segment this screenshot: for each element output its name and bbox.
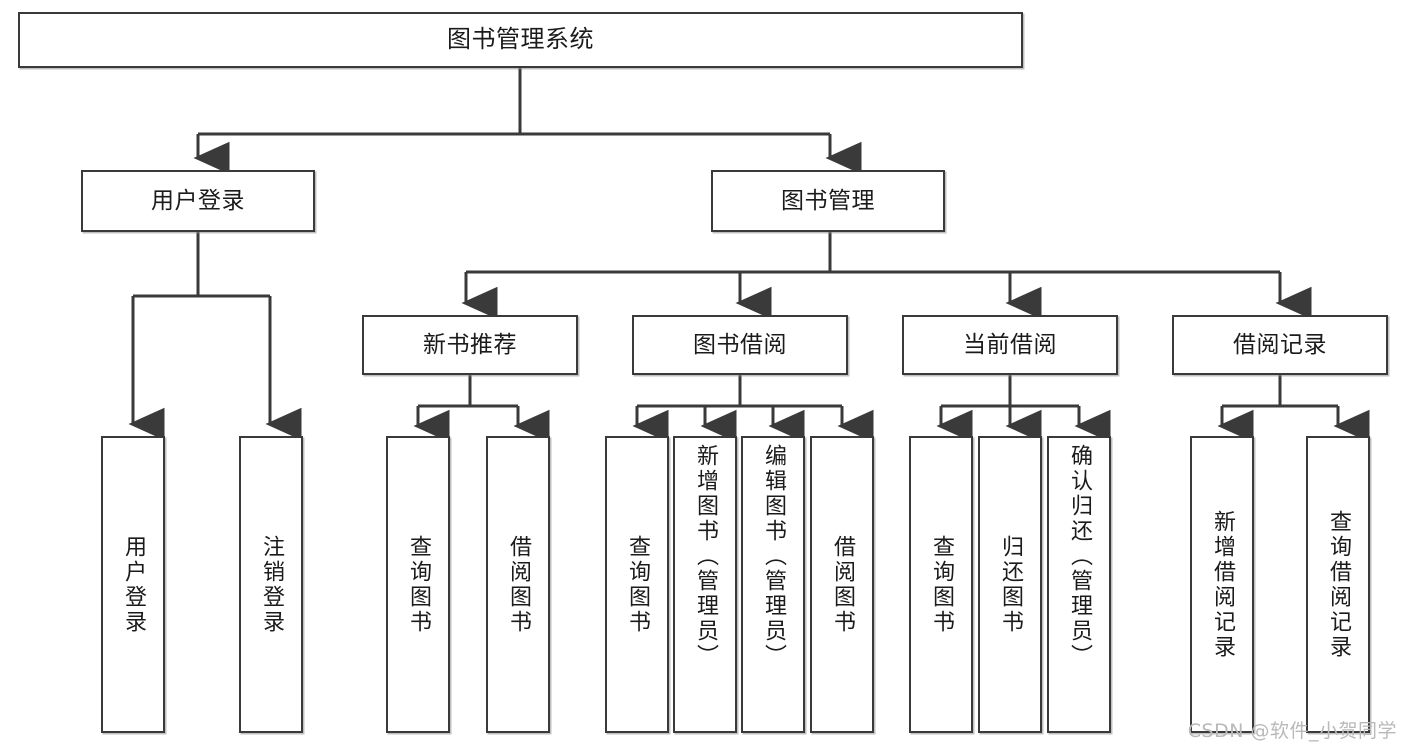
node-label: 确认归还（管理员） xyxy=(1067,444,1092,669)
node-new-book-recommend[interactable]: 新书推荐 xyxy=(362,315,578,375)
node-label: 查询图书 xyxy=(406,534,431,635)
leaf-query-book-borrow[interactable]: 查询图书 xyxy=(605,436,669,733)
leaf-borrow-book[interactable]: 借阅图书 xyxy=(810,436,874,733)
csdn-watermark: CSDN @软件_小贺同学 xyxy=(1187,720,1397,742)
node-borrow-record[interactable]: 借阅记录 xyxy=(1172,315,1388,375)
leaf-query-book-current[interactable]: 查询图书 xyxy=(909,436,973,733)
node-label: 注销登录 xyxy=(259,534,284,635)
node-current-borrow[interactable]: 当前借阅 xyxy=(902,315,1118,375)
leaf-borrow-book-recommend[interactable]: 借阅图书 xyxy=(486,436,550,733)
leaf-add-book-admin[interactable]: 新增图书（管理员） xyxy=(673,436,737,733)
node-label: 借阅记录 xyxy=(1233,331,1327,358)
leaf-query-book-recommend[interactable]: 查询图书 xyxy=(386,436,450,733)
node-label: 查询借阅记录 xyxy=(1326,509,1351,660)
node-label: 图书管理系统 xyxy=(447,25,594,54)
leaf-query-borrow-record[interactable]: 查询借阅记录 xyxy=(1306,436,1370,733)
node-book-borrow[interactable]: 图书借阅 xyxy=(632,315,848,375)
leaf-edit-book-admin[interactable]: 编辑图书（管理员） xyxy=(741,436,805,733)
node-label: 新增借阅记录 xyxy=(1210,509,1235,660)
node-label: 图书借阅 xyxy=(693,331,787,358)
node-label: 归还图书 xyxy=(998,534,1023,635)
leaf-user-login[interactable]: 用户登录 xyxy=(101,436,165,733)
node-label: 查询图书 xyxy=(625,534,650,635)
node-label: 编辑图书（管理员） xyxy=(761,444,786,669)
node-label: 用户登录 xyxy=(151,187,245,214)
node-root-system[interactable]: 图书管理系统 xyxy=(18,12,1023,68)
node-label: 借阅图书 xyxy=(830,534,855,635)
node-label: 新书推荐 xyxy=(423,331,517,358)
node-label: 借阅图书 xyxy=(506,534,531,635)
node-label: 用户登录 xyxy=(121,534,146,635)
node-user-login[interactable]: 用户登录 xyxy=(81,170,315,232)
leaf-add-borrow-record[interactable]: 新增借阅记录 xyxy=(1190,436,1254,733)
leaf-return-book[interactable]: 归还图书 xyxy=(978,436,1042,733)
leaf-confirm-return-admin[interactable]: 确认归还（管理员） xyxy=(1047,436,1111,733)
leaf-logout-login[interactable]: 注销登录 xyxy=(239,436,303,733)
node-book-management[interactable]: 图书管理 xyxy=(711,170,945,232)
node-label: 查询图书 xyxy=(929,534,954,635)
node-label: 图书管理 xyxy=(781,187,875,214)
node-label: 当前借阅 xyxy=(963,331,1057,358)
node-label: 新增图书（管理员） xyxy=(693,444,718,669)
